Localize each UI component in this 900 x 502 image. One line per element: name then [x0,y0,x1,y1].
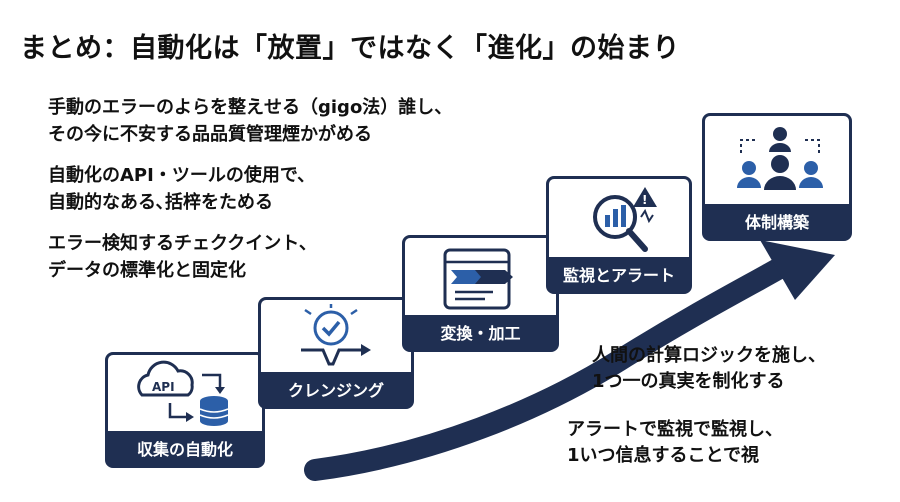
stage-monitoring: ! 監視とアラート [546,176,692,294]
api-database-icon: API [137,360,229,426]
summary-point-1: 手動のエラーのよらを整えせる（gigo法）誰し、 その今に不安する品品質管理煙か… [48,94,452,148]
data-transform-icon [443,248,513,310]
annotation-note-2: アラートで監視で監視し、 1いつ信息することで視 [567,417,783,469]
annotation-line: 人間の計算ロジックを施し、 [592,345,826,366]
stage-label: クレンジング [261,372,411,406]
annotation-line: アラートで監視で監視し、 [567,419,783,440]
summary-point-2: 自動化のAPI・ツールの使用で、 自動的なある､括梓をためる [48,162,315,216]
summary-point-3: エラー検知するチェククイント、 データの標準化と固定化 [48,230,317,284]
summary-point-line: エラー検知するチェククイント、 [48,233,317,254]
stage-organization: 体制構築 [702,113,852,241]
stage-label: 収集の自動化 [108,431,262,465]
stage-label: 体制構築 [705,204,849,238]
team-structure-icon [737,127,823,190]
summary-point-line: その今に不安する品品質管理煙かがめる [48,124,372,145]
annotation-line: 1いつ信息することで視 [567,445,759,466]
summary-point-line: 自動化のAPI・ツールの使用で、 [48,165,316,186]
filter-check-icon [301,304,371,366]
summary-point-line: 手動のエラーのよらを整えせる（gigo法）誰し、 [48,97,453,118]
annotation-note-1: 人間の計算ロジックを施し、 1つ一の真実を制化する [592,343,826,395]
stage-collection: API 収集の自動化 [105,352,265,468]
stage-label: 変換・加工 [405,315,556,349]
svg-text:!: ! [642,193,647,207]
monitoring-alert-icon: ! [593,187,657,252]
api-label: API [152,380,175,394]
stage-label: 監視とアラート [549,257,689,291]
summary-point-line: 自動的なある､括梓をためる [48,192,273,213]
arrow-head-icon [760,240,835,300]
summary-point-line: データの標準化と固定化 [48,260,246,281]
page-title: まとめ：自動化は「放置」ではなく「進化」の始まり [20,33,680,64]
stage-transform: 変換・加工 [402,235,559,352]
stage-cleansing: クレンジング [258,297,414,409]
annotation-line: 1つ一の真実を制化する [592,371,785,392]
